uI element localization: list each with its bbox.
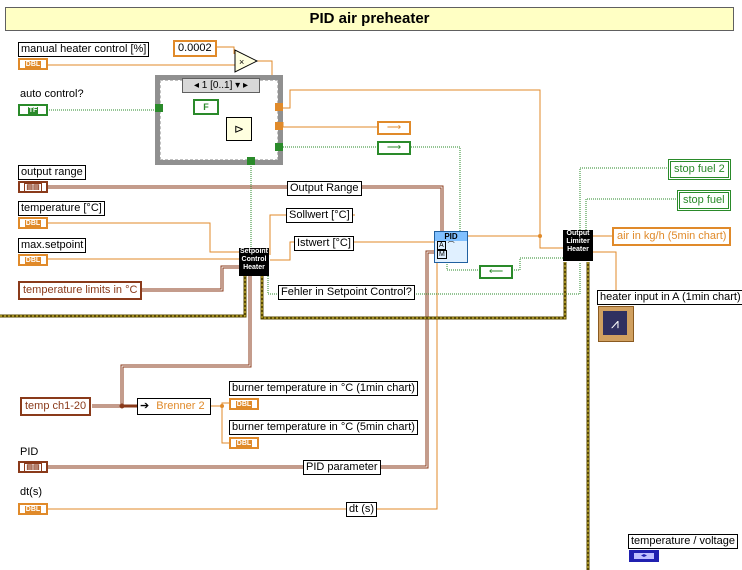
- svg-text:×: ×: [239, 57, 244, 67]
- false-constant[interactable]: F: [193, 99, 219, 115]
- pid-terminal[interactable]: ▤▤: [18, 461, 48, 473]
- dbl-tag: DBL: [24, 60, 42, 68]
- subvi-line: Limiter: [566, 238, 590, 245]
- wire-case-to-air: [283, 89, 541, 236]
- wire-label-dt: dt (s): [346, 502, 378, 517]
- case-tunnel-out-3: [275, 143, 283, 151]
- local-variable-green[interactable]: ⟶: [377, 141, 411, 155]
- output-range-terminal[interactable]: ▤▤: [18, 181, 48, 193]
- wire-label-output-range: Output Range: [287, 181, 362, 196]
- dbl-tag: DBL: [235, 400, 253, 408]
- temperature-label: temperature [°C]: [18, 201, 105, 216]
- wire-heater-input: [593, 251, 617, 290]
- case-tunnel-bottom: [247, 157, 255, 165]
- pid-subvi[interactable]: PID A ⌒ M: [434, 231, 468, 263]
- max-setpoint-label: max.setpoint: [18, 238, 87, 253]
- dbl-tag: DBL: [24, 505, 42, 513]
- case-tunnel-bool: [155, 104, 163, 112]
- wire-temperature: [47, 222, 240, 253]
- temperature-limits-control[interactable]: temperature limits in °C: [18, 281, 143, 300]
- case-selector-value: 1 [0..1]: [201, 80, 233, 91]
- wire-label-fehler: Fehler in Setpoint Control?: [278, 285, 415, 300]
- arrow-icon: ➔: [140, 400, 150, 412]
- burner-temp-5min-label: burner temperature in °C (5min chart): [229, 420, 418, 435]
- pid-subvi-title: PID: [435, 232, 467, 241]
- wire-temp-limits: [140, 265, 240, 292]
- cluster-tag: ▤▤: [24, 462, 42, 472]
- multiply-node: [234, 49, 259, 73]
- select-node-icon: ⊳: [226, 117, 252, 141]
- local-variable-orange[interactable]: ⟶: [377, 121, 411, 135]
- burner-temp-5min-terminal[interactable]: DBL: [229, 437, 259, 449]
- brenner-index-node[interactable]: ➔ Brenner 2: [137, 398, 211, 415]
- burner-temp-1min-terminal[interactable]: DBL: [229, 398, 259, 410]
- wire-pid-bool-2: [510, 257, 565, 271]
- wire-label-pid-parameter: PID parameter: [303, 460, 381, 475]
- temp-ch-control[interactable]: temp ch1-20: [20, 397, 92, 416]
- wire-stop-fuel-2: [579, 167, 668, 230]
- temperature-terminal[interactable]: DBL: [18, 217, 48, 229]
- wire-istwert: [270, 241, 437, 261]
- dt-terminal[interactable]: DBL: [18, 503, 48, 515]
- temperature-voltage-terminal[interactable]: ◂▸: [629, 550, 659, 562]
- wire-fehler: [267, 262, 581, 295]
- setpoint-control-heater-subvi[interactable]: Setpoint Control Heater: [239, 248, 269, 276]
- pid-label: PID: [18, 446, 41, 459]
- dbl-tag: DBL: [24, 256, 42, 264]
- subvi-line: Heater: [567, 246, 589, 253]
- case-prev-icon[interactable]: ◂: [193, 80, 200, 91]
- wire-burner-5min: [221, 406, 230, 444]
- case-tunnel-out-2: [275, 122, 283, 130]
- temperature-voltage-label: temperature / voltage: [628, 534, 738, 549]
- wire-stop-fuel: [585, 198, 676, 230]
- subvi-line: Output: [566, 230, 590, 237]
- dbl-tag: DBL: [235, 439, 253, 447]
- dt-label: dt(s): [18, 486, 44, 499]
- pid-port-manual: M: [437, 250, 447, 259]
- brenner-label: Brenner 2: [156, 400, 205, 412]
- manual-heater-control-label: manual heater control [%]: [18, 42, 150, 57]
- auto-control-terminal[interactable]: TF: [18, 104, 48, 116]
- wire-409: [409, 146, 461, 232]
- wire-label-istwert: Istwert [°C]: [294, 236, 354, 251]
- dbl-tag: DBL: [24, 219, 42, 227]
- case-tunnel-out-1: [275, 103, 283, 111]
- wire-burner-1min: [209, 402, 230, 407]
- subvi-line: Setpoint: [240, 248, 268, 255]
- local-variable-green-2[interactable]: ⟵: [479, 265, 513, 279]
- max-setpoint-terminal[interactable]: DBL: [18, 254, 48, 266]
- auto-control-label: auto control?: [18, 88, 86, 101]
- stop-fuel-indicator[interactable]: stop fuel: [677, 190, 731, 211]
- manual-heater-control-terminal[interactable]: DBL: [18, 58, 48, 70]
- tf-tag: TF: [27, 106, 39, 114]
- case-selector[interactable]: ◂ 1 [0..1] ▾ ▸: [182, 78, 260, 93]
- subvi-line: Heater: [243, 264, 265, 271]
- case-dropdown-icon[interactable]: ▾: [235, 80, 241, 91]
- wire-gain: [214, 46, 235, 54]
- false-constant-value: F: [203, 102, 209, 112]
- gain-constant[interactable]: 0.0002: [173, 40, 217, 57]
- wire-output-range: [47, 185, 444, 232]
- subvi-line: Control: [241, 256, 267, 263]
- burner-temp-1min-label: burner temperature in °C (1min chart): [229, 381, 418, 396]
- pid-port-auto: A: [437, 241, 446, 250]
- wire-label-sollwert: Sollwert [°C]: [286, 208, 353, 223]
- air-kg-h-indicator[interactable]: air in kg/h (5min chart): [612, 227, 732, 246]
- output-range-label: output range: [18, 165, 86, 180]
- stop-fuel-2-indicator[interactable]: stop fuel 2: [668, 159, 731, 180]
- case-next-icon[interactable]: ▸: [242, 80, 248, 91]
- wire-dt: [47, 246, 438, 510]
- output-limiter-heater-subvi[interactable]: Output Limiter Heater: [563, 230, 593, 261]
- heater-input-chart-icon[interactable]: ⩘: [598, 306, 634, 342]
- heater-input-label: heater input in A (1min chart): [597, 290, 742, 305]
- wire-pid-out: [465, 235, 565, 249]
- page-title: PID air preheater: [5, 7, 734, 31]
- cluster-tag: ▤▤: [24, 182, 42, 192]
